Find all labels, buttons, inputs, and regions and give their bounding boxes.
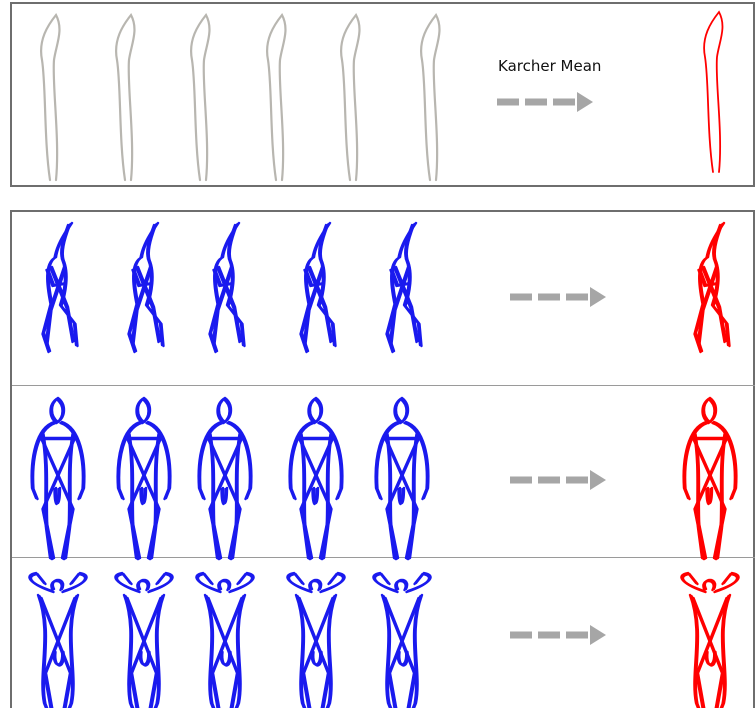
mean-figure	[695, 223, 730, 352]
dashed-arrow	[497, 92, 593, 112]
sample-curve	[41, 15, 59, 180]
sample-figure	[287, 573, 344, 708]
sample-figure	[290, 398, 343, 559]
sample-figure	[387, 223, 422, 352]
sample-figure	[115, 573, 172, 708]
sample-curve	[421, 15, 439, 180]
sample-curve	[116, 15, 134, 180]
sample-figure	[129, 223, 164, 352]
sample-figure	[43, 223, 78, 352]
sample-curve	[341, 15, 359, 180]
sample-curve	[267, 15, 285, 180]
mean-figure	[681, 573, 738, 708]
sample-figure	[118, 398, 171, 559]
mean-figure	[684, 398, 737, 559]
dashed-arrow	[510, 287, 606, 307]
sample-figure	[376, 398, 429, 559]
sample-figure	[210, 223, 245, 352]
sample-figure	[196, 573, 253, 708]
sample-figure	[199, 398, 252, 559]
dashed-arrow	[510, 470, 606, 490]
sample-figure	[373, 573, 430, 708]
sample-curve	[191, 15, 209, 180]
mean-curve	[704, 12, 722, 172]
sample-figure	[301, 223, 336, 352]
dashed-arrow	[510, 625, 606, 645]
sample-figure	[32, 398, 85, 559]
sample-figure	[29, 573, 86, 708]
